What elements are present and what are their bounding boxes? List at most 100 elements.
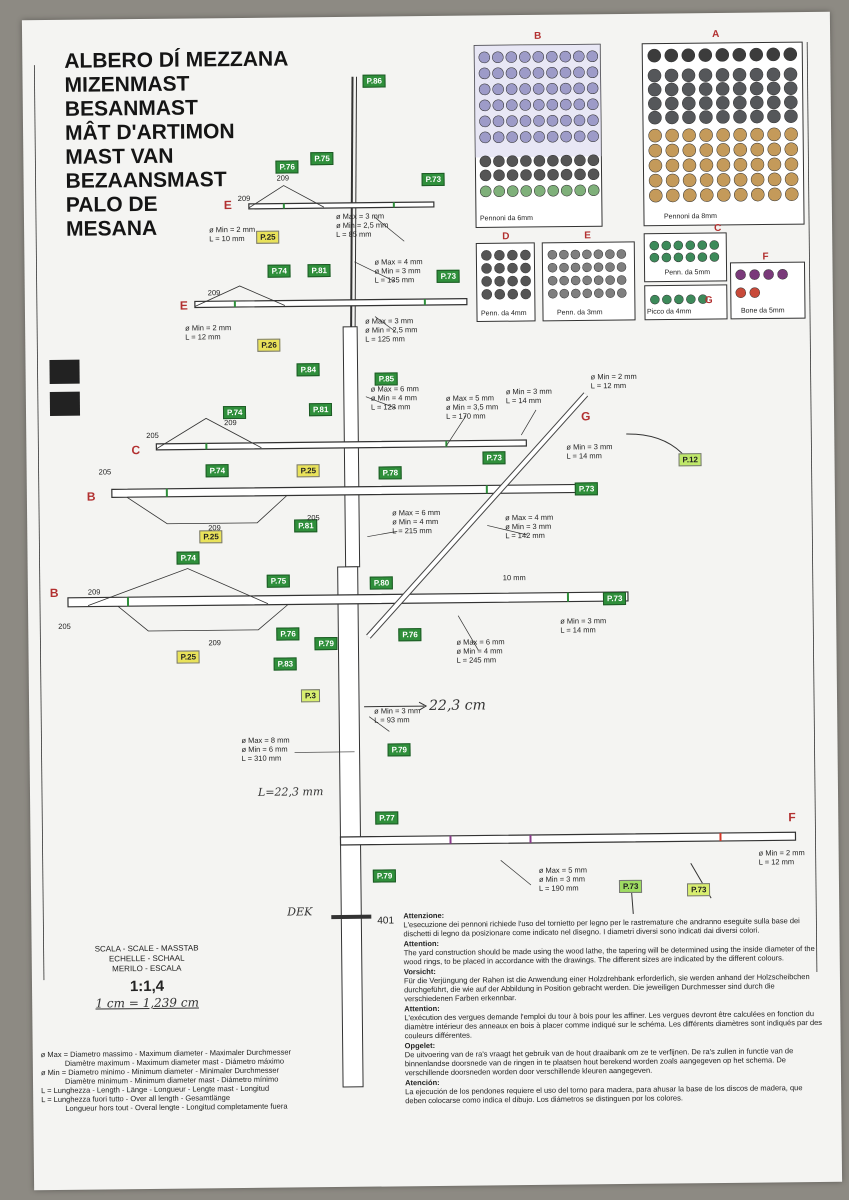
ring-sample bbox=[533, 155, 546, 167]
ring-sample bbox=[648, 96, 662, 111]
ring-sample bbox=[587, 130, 599, 143]
part-tag: P.74 bbox=[176, 551, 201, 565]
ring-sample bbox=[749, 47, 764, 62]
ring-sample bbox=[661, 240, 672, 251]
ring-sample bbox=[520, 249, 531, 261]
box-letter-a: A bbox=[712, 28, 720, 41]
ring-sample bbox=[547, 154, 559, 167]
ring-sample bbox=[750, 142, 765, 157]
part-tag: P.73 bbox=[482, 451, 507, 465]
ring-sample bbox=[732, 48, 747, 62]
ring-sample bbox=[532, 51, 545, 63]
ring-sample bbox=[648, 173, 663, 188]
abbreviation-legend: ø Max = Diametro massimo - Maximum diame… bbox=[41, 1048, 292, 1114]
ring-sample bbox=[681, 68, 696, 83]
ring-sample bbox=[715, 68, 730, 82]
ring-sample bbox=[519, 115, 532, 127]
ring-sample bbox=[784, 172, 799, 186]
title-line: ALBERO DÍ MEZZANA bbox=[64, 47, 289, 73]
ring-sample bbox=[532, 67, 545, 79]
ring-sample bbox=[647, 48, 662, 63]
ring-sample bbox=[492, 83, 504, 96]
ring-sample bbox=[533, 169, 546, 181]
ring-sample bbox=[547, 184, 559, 197]
ring-sample bbox=[674, 294, 684, 305]
ring-sample bbox=[750, 109, 764, 124]
ring-sample bbox=[784, 142, 799, 156]
ring-sample bbox=[547, 275, 558, 286]
ring-sample bbox=[493, 185, 505, 198]
part-tag: P.83 bbox=[273, 657, 298, 671]
ring-sample bbox=[481, 250, 492, 261]
ring-sample bbox=[520, 185, 532, 197]
box-letter-c: C bbox=[714, 222, 722, 235]
ring-sample bbox=[665, 143, 680, 158]
ring-sample bbox=[586, 50, 599, 63]
ring-sample bbox=[479, 115, 491, 128]
part-number: 209 bbox=[276, 173, 290, 183]
ring-sample bbox=[783, 67, 798, 81]
ring-sample bbox=[573, 82, 585, 95]
yard-letter-e2: E bbox=[179, 298, 188, 313]
ring-sample bbox=[519, 131, 532, 143]
ring-sample bbox=[559, 275, 569, 286]
ring-sample bbox=[716, 96, 730, 110]
part-tag: P.79 bbox=[387, 743, 412, 757]
part-tag: P.3 bbox=[300, 689, 321, 703]
title-line: MIZENMAST bbox=[64, 72, 190, 97]
ring-sample bbox=[547, 249, 558, 260]
ring-sample bbox=[593, 249, 604, 259]
part-tag: P.75 bbox=[310, 152, 334, 166]
ring-sample bbox=[586, 82, 599, 95]
part-tag: P.74 bbox=[267, 264, 292, 278]
ring-sample bbox=[648, 158, 663, 173]
part-number: 205 bbox=[146, 430, 159, 440]
ring-sample bbox=[560, 98, 572, 111]
ring-sample bbox=[733, 95, 747, 110]
part-tag: P.73 bbox=[602, 591, 627, 606]
ring-sample bbox=[479, 99, 491, 112]
circle-samples bbox=[478, 47, 799, 305]
ring-sample bbox=[533, 131, 545, 143]
ring-sample bbox=[763, 269, 774, 280]
ring-sample bbox=[699, 158, 714, 172]
ring-sample bbox=[665, 96, 679, 111]
ring-sample bbox=[767, 95, 781, 110]
symbol-205-icon bbox=[49, 391, 81, 416]
ring-sample bbox=[732, 82, 747, 96]
ring-sample bbox=[749, 287, 761, 298]
part-number: 401 bbox=[377, 915, 395, 927]
box-letter-f: F bbox=[762, 251, 769, 263]
footropes bbox=[87, 185, 325, 632]
ring-sample bbox=[492, 67, 504, 80]
title-line: PALO DE bbox=[65, 192, 158, 217]
ring-sample bbox=[479, 169, 492, 182]
ring-sample bbox=[715, 48, 730, 62]
part-tag: P.81 bbox=[308, 403, 333, 417]
ring-sample bbox=[582, 288, 593, 299]
ring-sample bbox=[479, 155, 492, 168]
ring-sample bbox=[493, 169, 505, 182]
title-line: BEZAANSMAST bbox=[65, 168, 227, 193]
ring-sample bbox=[767, 109, 781, 124]
ring-sample bbox=[784, 157, 799, 171]
ring-sample bbox=[506, 115, 518, 127]
part-tag: P.73 bbox=[421, 172, 446, 187]
ring-sample bbox=[716, 158, 731, 172]
ring-sample bbox=[479, 185, 492, 198]
part-tag: P.84 bbox=[296, 363, 321, 377]
ring-sample bbox=[673, 240, 684, 251]
part-number: 205 bbox=[307, 513, 320, 523]
ring-sample bbox=[732, 68, 747, 82]
ring-sample bbox=[661, 252, 672, 263]
ring-sample bbox=[735, 287, 747, 298]
ring-sample bbox=[559, 262, 569, 273]
leader-lines bbox=[294, 216, 537, 886]
ring-sample bbox=[682, 128, 696, 143]
ring-sample bbox=[682, 158, 697, 173]
title-block: ALBERO DÍ MEZZANA MIZENMAST BESANMAST MÂ… bbox=[64, 47, 290, 241]
